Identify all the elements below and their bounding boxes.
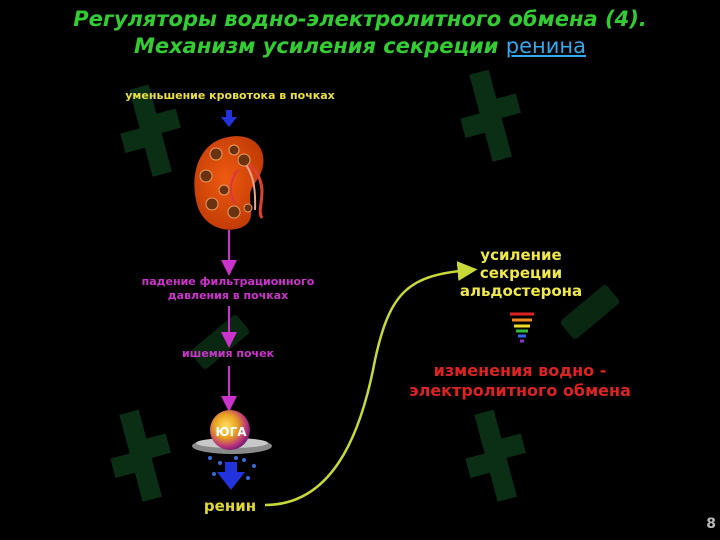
glomerulus — [205, 197, 219, 211]
slide-title: Регуляторы водно-электролитного обмена (… — [0, 6, 720, 60]
watermark-mark — [190, 315, 250, 369]
renin-granule — [208, 456, 212, 460]
glomerulus — [218, 184, 230, 196]
renin-granule — [212, 472, 216, 476]
title-line-2-text: Механизм усиления секреции — [133, 34, 506, 58]
blue-arrow-renin — [217, 462, 245, 490]
renin-link[interactable]: ренина — [505, 34, 586, 58]
aldosterone-line-2: секреции — [479, 264, 563, 282]
glomerulus — [237, 153, 251, 167]
aldosterone-label: усиление секреции альдостерона — [440, 246, 602, 300]
aldosterone-line-3: альдостерона — [459, 282, 583, 300]
renin-granule — [246, 476, 250, 480]
title-line-2: Механизм усиления секреции ренина — [0, 33, 720, 60]
filtration-line-1: падение фильтрационного — [141, 275, 315, 288]
trigger-label: уменьшение кровотока в почках — [125, 89, 335, 102]
result-label: изменения водно - электролитного обмена — [390, 361, 650, 401]
glomerulus — [227, 205, 241, 219]
page-number: 8 — [706, 516, 716, 532]
title-line-1: Регуляторы водно-электролитного обмена (… — [73, 7, 647, 31]
renin-granule — [234, 456, 238, 460]
yuga-cell-illustration — [192, 410, 272, 480]
renin-granule — [242, 458, 246, 462]
glomerulus — [243, 203, 253, 213]
renin-granule — [218, 461, 222, 465]
glomerulus — [199, 169, 213, 183]
renin-label: ренин — [203, 497, 257, 515]
ischemia-label: ишемия почек — [181, 347, 275, 360]
yuga-label: ЮГА — [215, 425, 247, 439]
renin-granule — [252, 464, 256, 468]
curved-arrow-renin-to-aldosterone — [264, 261, 478, 507]
filtration-pressure-label: падение фильтрационного давления в почка… — [128, 275, 328, 303]
watermark-mark — [560, 285, 620, 339]
rainbow-coil-arrow — [510, 312, 534, 343]
kidney-illustration — [194, 136, 264, 230]
blue-arrow-top — [221, 110, 237, 127]
filtration-line-2: давления в почках — [167, 289, 289, 302]
glomerulus — [209, 147, 223, 161]
result-line-1: изменения водно - — [433, 361, 607, 380]
aldosterone-line-1: усиление — [480, 246, 562, 264]
watermark-logo — [110, 69, 526, 502]
result-line-2: электролитного обмена — [409, 381, 631, 400]
glomerulus — [228, 144, 240, 156]
